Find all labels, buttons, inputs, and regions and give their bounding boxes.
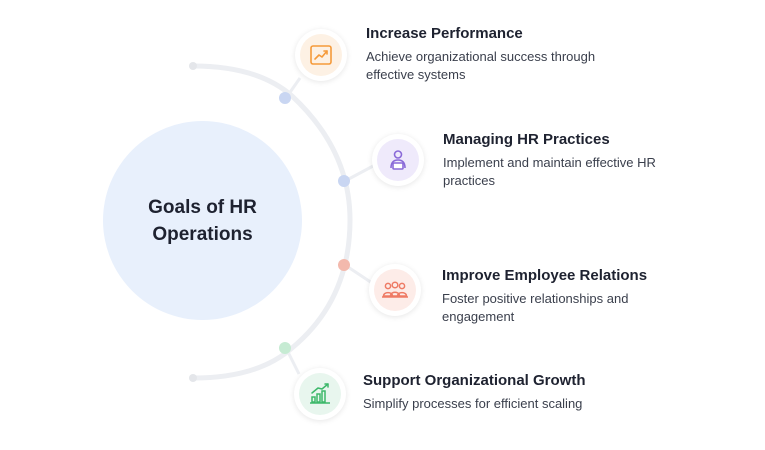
goal-2-title: Managing HR Practices bbox=[443, 131, 610, 148]
goal-1-title: Increase Performance bbox=[366, 25, 523, 42]
goal-3: Improve Employee Relations Foster positi… bbox=[442, 266, 672, 326]
goal-4-badge bbox=[294, 368, 346, 420]
goal-1-badge bbox=[295, 29, 347, 81]
arc-end-bottom bbox=[189, 374, 197, 382]
center-title: Goals of HR Operations bbox=[148, 196, 257, 245]
goal-2-badge bbox=[372, 134, 424, 186]
goal-3-icon-bg bbox=[374, 269, 416, 311]
goal-1-icon-bg bbox=[300, 34, 342, 76]
goal-2-desc: Implement and maintain effective HR prac… bbox=[443, 155, 656, 188]
goal-1: Increase Performance Achieve organizatio… bbox=[366, 24, 626, 84]
person-laptop-icon bbox=[390, 150, 406, 170]
goal-4-icon-bg bbox=[299, 373, 341, 415]
connector-dot-1 bbox=[279, 92, 291, 104]
goal-4-desc: Simplify processes for efficient scaling bbox=[363, 396, 583, 411]
goal-3-title: Improve Employee Relations bbox=[442, 267, 648, 284]
spoke-2 bbox=[344, 163, 376, 183]
connector-dot-4 bbox=[279, 342, 291, 354]
spoke-3 bbox=[344, 263, 373, 285]
growth-chart-icon bbox=[310, 383, 330, 404]
team-icon bbox=[382, 281, 408, 298]
goal-3-badge bbox=[369, 264, 421, 316]
goal-2-icon-bg bbox=[377, 139, 419, 181]
connector-dot-3 bbox=[338, 259, 350, 271]
center-hub: Goals of HR Operations bbox=[103, 121, 302, 320]
goal-4: Support Organizational Growth Simplify p… bbox=[363, 371, 603, 413]
arc-line bbox=[190, 63, 353, 381]
trend-chart-icon bbox=[310, 45, 332, 65]
goal-4-title: Support Organizational Growth bbox=[363, 372, 586, 389]
goal-3-desc: Foster positive relationships and engage… bbox=[442, 291, 629, 324]
arc-end-top bbox=[189, 62, 197, 70]
goal-1-desc: Achieve organizational success through e… bbox=[366, 49, 596, 82]
connector-dot-2 bbox=[338, 175, 350, 187]
goal-2: Managing HR Practices Implement and main… bbox=[443, 130, 673, 190]
